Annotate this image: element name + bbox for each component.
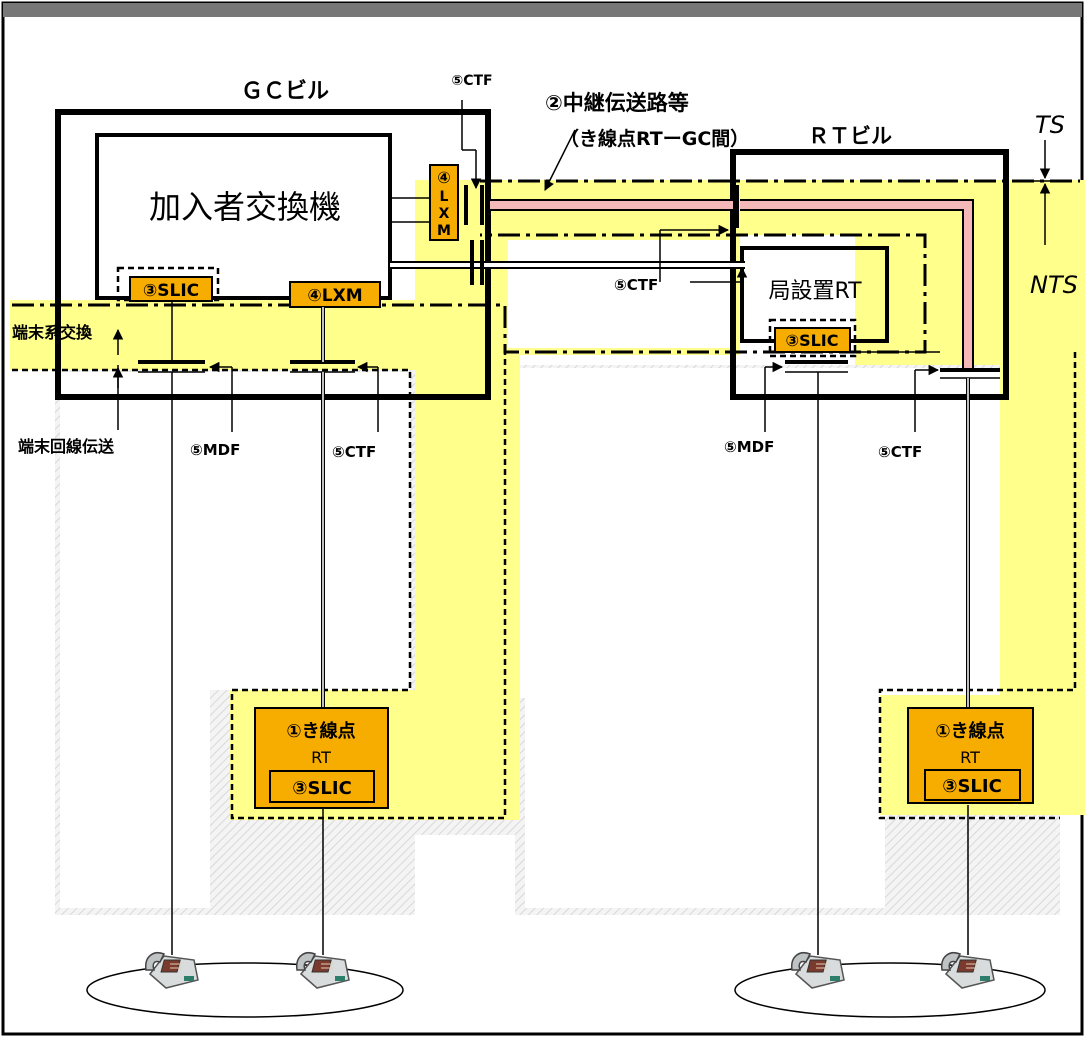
- feeder-rt-left-slic: ③SLIC: [292, 778, 352, 799]
- rt-in-office-label: 局設置RT: [768, 279, 862, 304]
- feeder-rt-right-slic-box: [924, 769, 1021, 801]
- terminal-transmission-label: 端末回線伝送: [18, 437, 115, 456]
- lxm-gc-label: ④LXM: [307, 286, 362, 306]
- feeder-rt-right-slic: ③SLIC: [942, 776, 1002, 797]
- dashdot-boundaries: [12, 179, 1080, 354]
- slic-gc-box: [129, 276, 213, 302]
- feeder-rt-left-title: ①き線点: [286, 720, 355, 742]
- feeder-rt-right-rt: RT: [960, 748, 980, 767]
- subscriber-switch-label: 加入者交換機: [149, 188, 341, 226]
- gc-building-label: ＧＣビル: [241, 79, 329, 104]
- mdf-gc-label: ⑤MDF: [190, 441, 240, 459]
- top-bar: [3, 3, 1082, 17]
- relay-sub-label: （き線点RTーGC間）: [560, 127, 749, 150]
- telephone-icons: [145, 952, 995, 989]
- telephone-icon: [145, 952, 199, 989]
- nts-label: NTS: [1030, 271, 1078, 299]
- subscriber-group-left: [86, 962, 404, 1018]
- ctf-mid-label: ⑤CTF: [614, 276, 658, 294]
- slic-rt-label: ③SLIC: [786, 331, 839, 350]
- ctf-top-label: ⑤CTF: [451, 73, 492, 89]
- slic-gc-label: ③SLIC: [143, 281, 199, 301]
- terminal-switching-label: 端末系交換: [12, 323, 93, 342]
- ctf-gc-bottom-label: ⑤CTF: [332, 443, 376, 461]
- ctf-rt-label: ⑤CTF: [878, 443, 922, 461]
- subscriber-lines: [171, 300, 970, 955]
- lxm-v-1: ④: [437, 168, 451, 187]
- slic-rt-box: [774, 327, 851, 353]
- lxm-v-4: M: [437, 223, 451, 239]
- lxm-v-2: L: [440, 189, 449, 205]
- feeder-rt-left-slic-box: [269, 770, 375, 803]
- telephone-icon: [296, 952, 350, 989]
- relay-lines: [390, 185, 974, 370]
- slic-rt-frame: [768, 318, 857, 358]
- relay-line-label: ②中継伝送路等: [545, 91, 689, 115]
- ts-label: TS: [1035, 111, 1065, 139]
- gc-building: [55, 109, 491, 400]
- subscriber-switch: [95, 133, 392, 300]
- mdf-rt-label: ⑤MDF: [724, 438, 774, 456]
- lxm-gc-box: [289, 281, 381, 308]
- lxm-v-3: X: [439, 206, 450, 222]
- telephone-icon: [941, 952, 995, 989]
- rt-building-label: ＲＴビル: [808, 124, 892, 148]
- telephone-icon: [791, 952, 845, 989]
- lxm-vertical-box: [429, 164, 459, 241]
- rt-building: [730, 149, 1009, 400]
- dashed-boundaries: [12, 352, 1077, 820]
- arrows: [112, 100, 1060, 432]
- subscriber-group-right: [734, 962, 1046, 1018]
- feeder-rt-left-rt: RT: [311, 748, 331, 767]
- feeder-rt-right-title: ①き線点: [935, 720, 1004, 742]
